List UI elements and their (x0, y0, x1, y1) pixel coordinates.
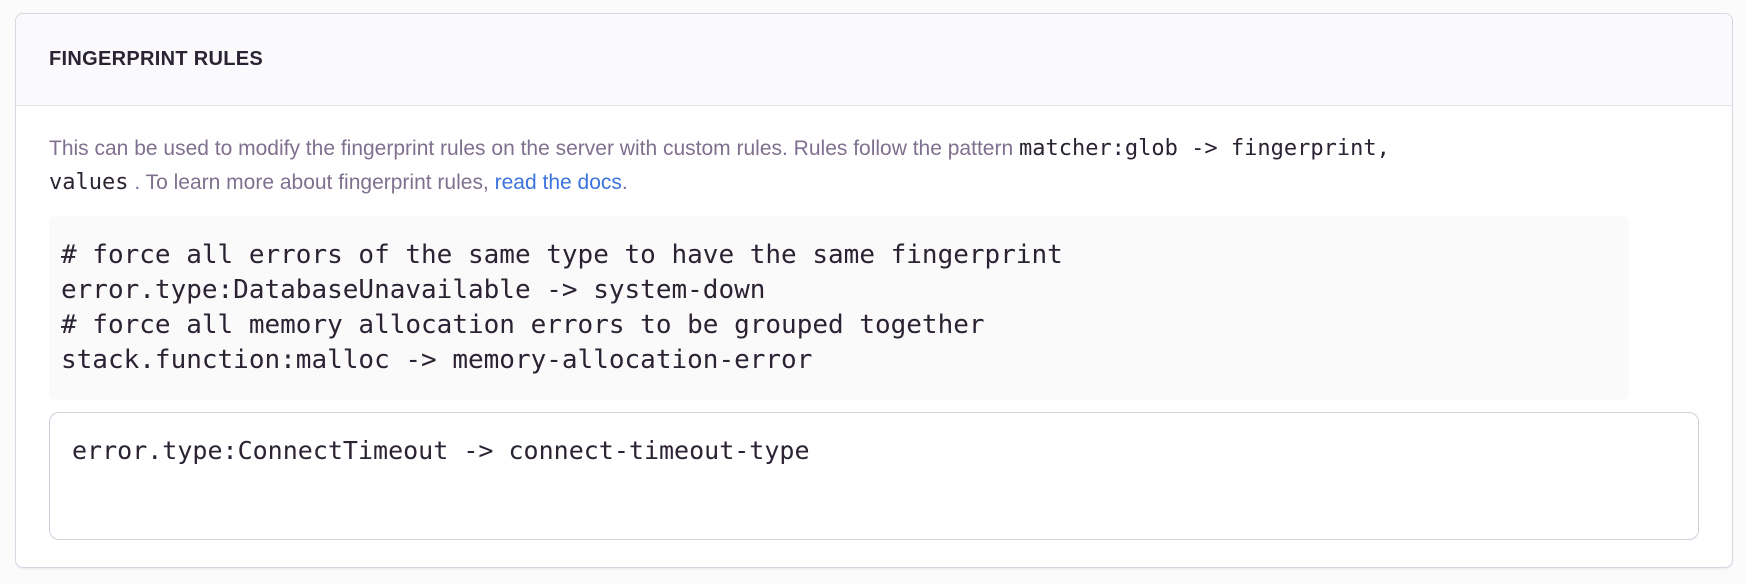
fingerprint-rules-panel: FINGERPRINT RULES This can be used to mo… (15, 13, 1733, 568)
fingerprint-rules-input[interactable]: error.type:ConnectTimeout -> connect-tim… (49, 412, 1699, 540)
description-period: . (621, 171, 628, 194)
pattern-code-part1: matcher:glob -> fingerprint, (1018, 136, 1390, 161)
description-text-after: . To learn more about fingerprint rules, (128, 171, 495, 194)
panel-header: FINGERPRINT RULES (16, 14, 1732, 106)
panel-body: This can be used to modify the fingerpri… (16, 106, 1732, 567)
description: This can be used to modify the fingerpri… (49, 132, 1699, 200)
code-example-block: # force all errors of the same type to h… (49, 216, 1629, 400)
panel-title: FINGERPRINT RULES (49, 48, 263, 70)
description-text-before: This can be used to modify the fingerpri… (49, 137, 1019, 160)
pattern-code-part2: values (49, 170, 129, 195)
read-the-docs-link[interactable]: read the docs (494, 171, 622, 194)
